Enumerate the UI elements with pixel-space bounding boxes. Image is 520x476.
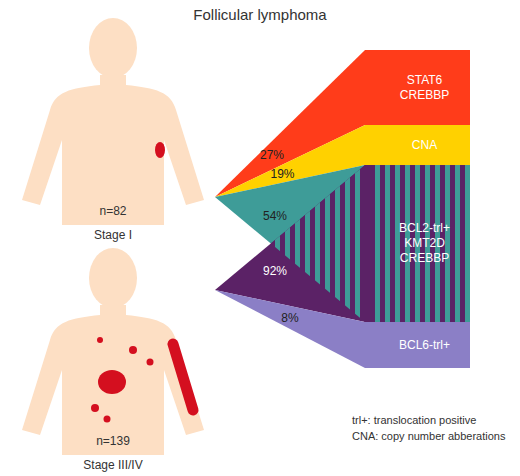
mutation-band: BCL6-trl+ [365,322,470,368]
percentage-label: 27% [260,148,284,162]
mutation-band: CNA [365,125,470,165]
body-torso [22,305,204,455]
case-count: n=82 [55,204,171,218]
percentage-label: 54% [263,209,287,223]
mutation-band: BCL2-trl+ KMT2D CREBBP [365,165,470,322]
mutation-label: CNA [393,138,457,153]
body-silhouette: n=82Stage I [15,10,215,248]
overlap-stripes [215,165,365,322]
mutation-label: STAT6 CREBBP [393,73,457,103]
case-count: n=139 [55,434,171,448]
footnote: CNA: copy number abberations [352,429,505,443]
mutation-band: STAT6 CREBBP [365,50,470,125]
body-torso [22,75,204,225]
percentage-label: 19% [270,167,294,181]
body-silhouette: n=139Stage III/IV [15,240,215,476]
percentage-label: 8% [281,311,298,325]
body-head [89,18,137,78]
mutation-label: BCL2-trl+ KMT2D CREBBP [393,221,457,266]
stage-label: Stage I [55,228,171,242]
percentage-label: 92% [263,264,287,278]
stage-label: Stage III/IV [55,458,171,472]
mutation-label: BCL6-trl+ [393,338,457,353]
footnote: trl+: translocation positive [352,413,476,427]
body-head [89,248,137,308]
diagram-title: Follicular lymphoma [0,6,520,24]
